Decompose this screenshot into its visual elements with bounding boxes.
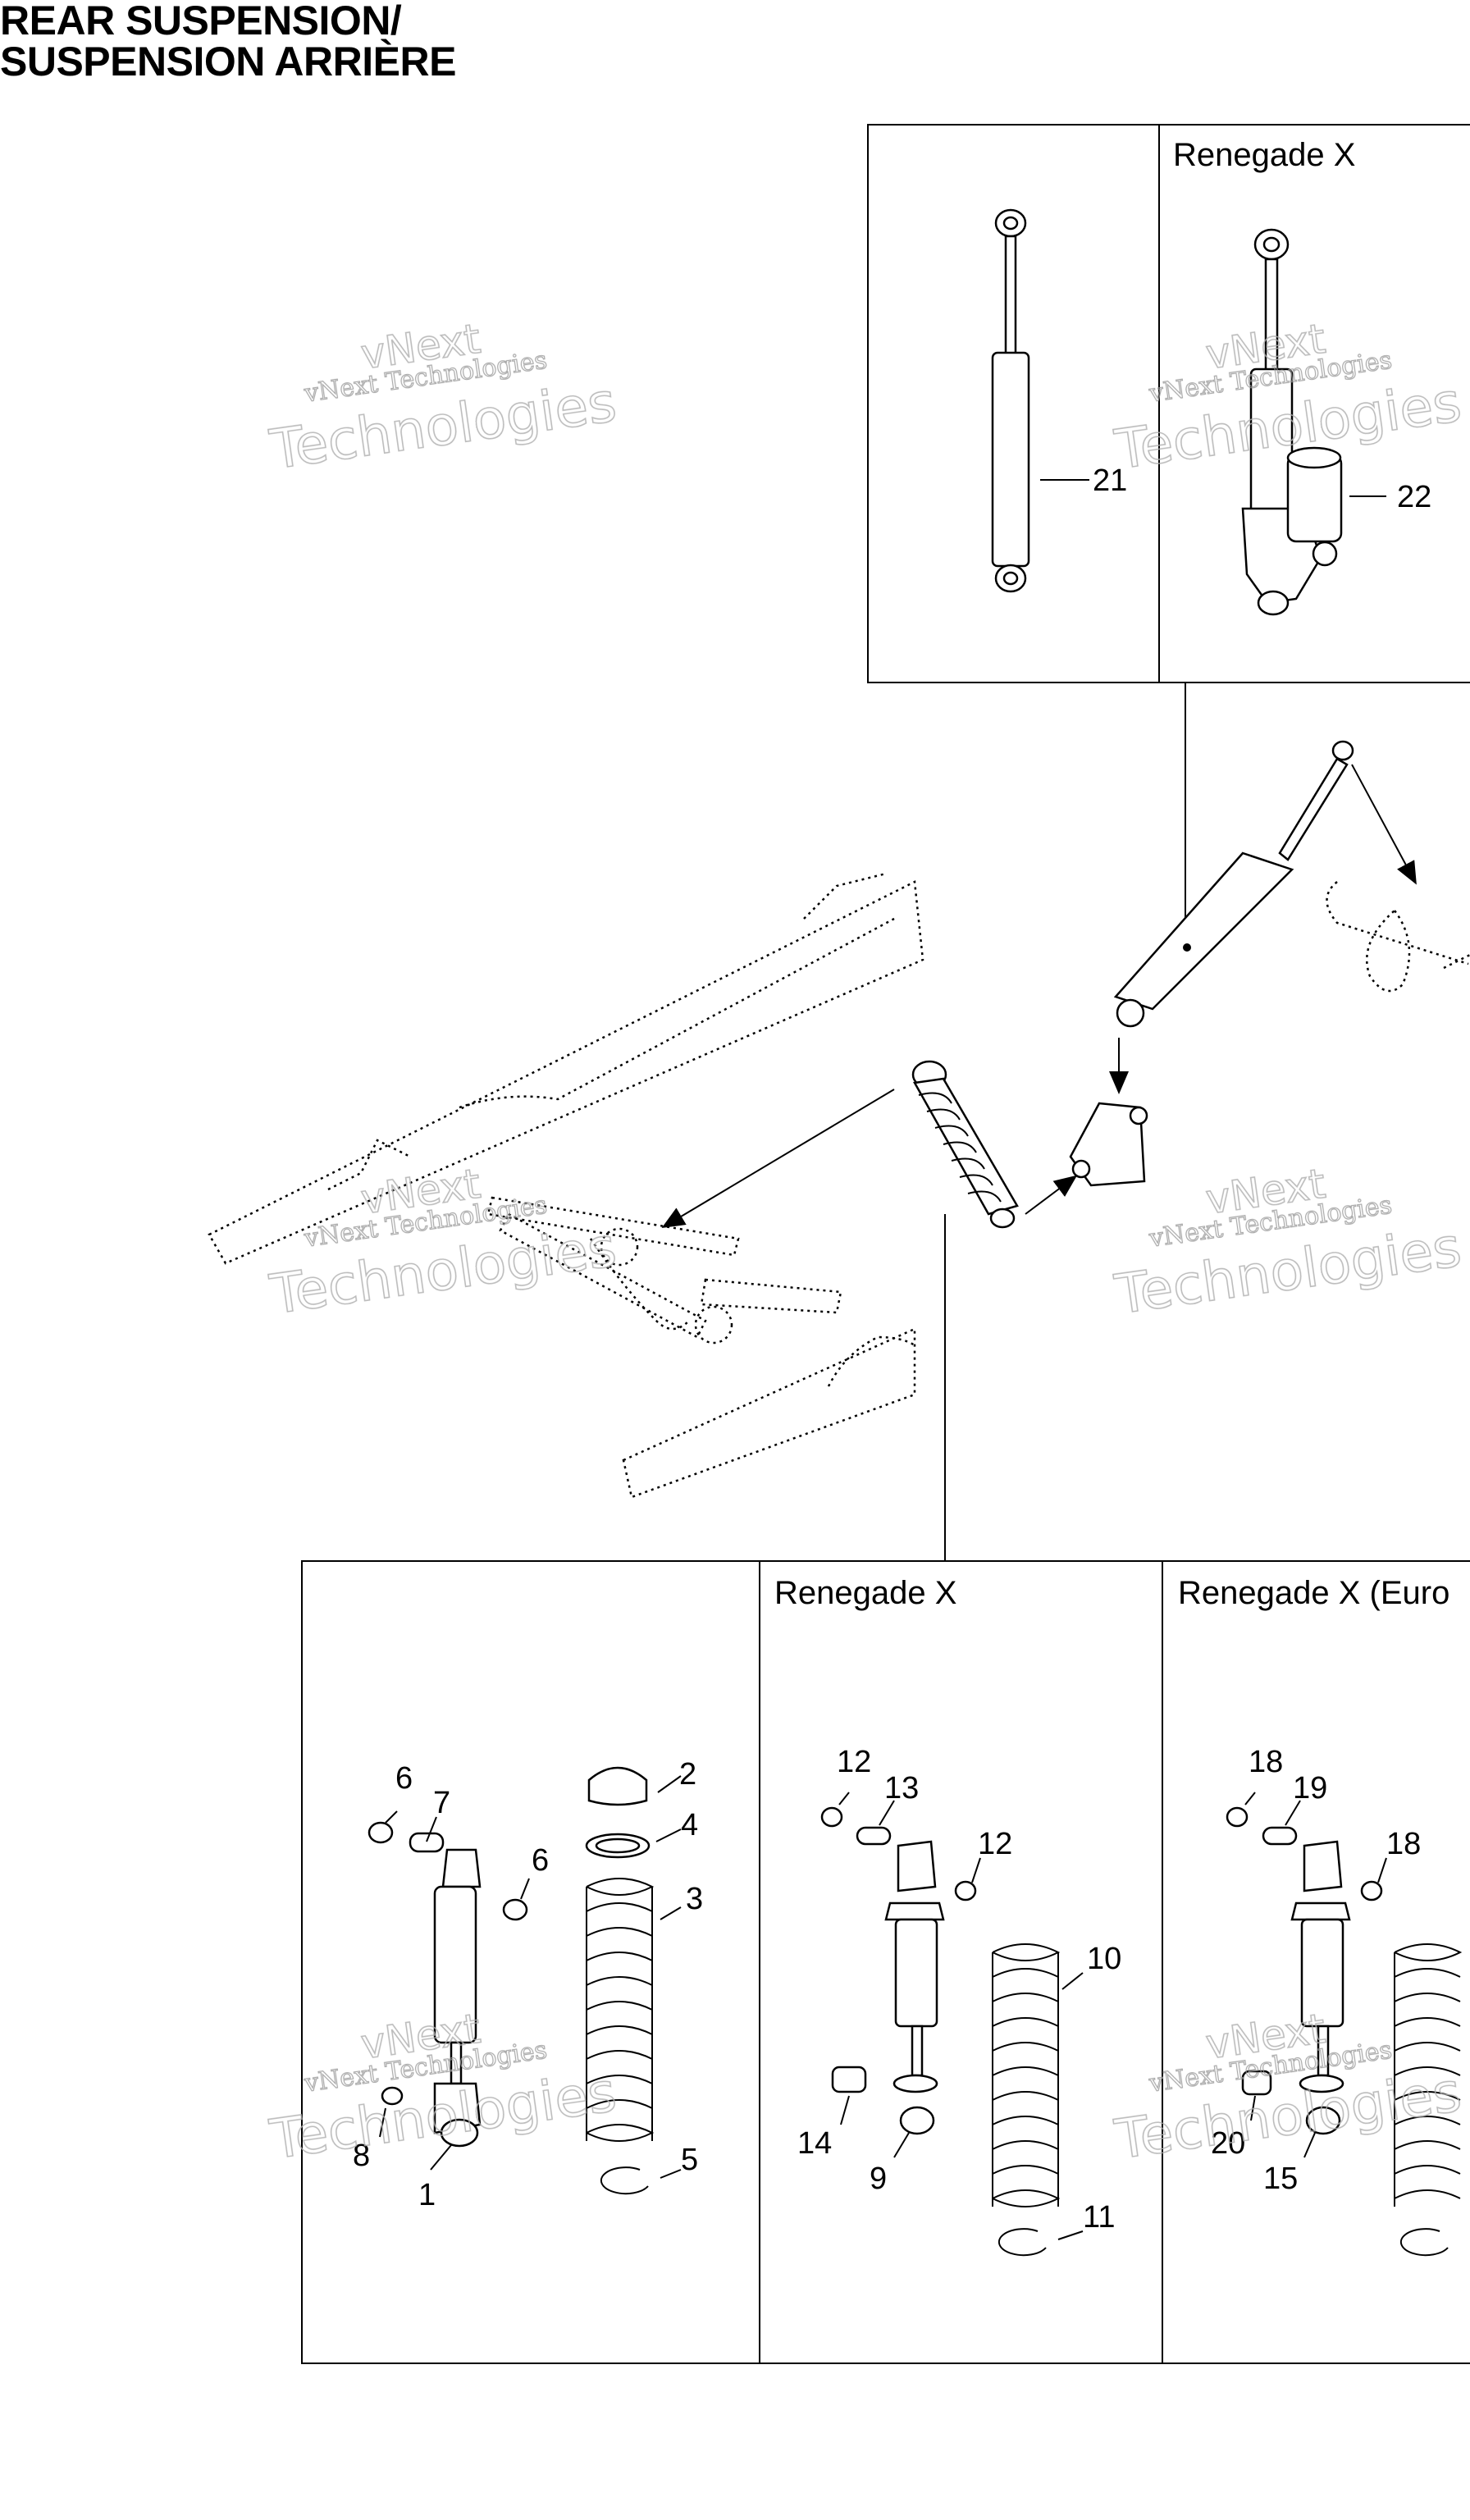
part-label-8: 8 — [353, 2139, 370, 2173]
watermark-2: vNext vNext Technologies Technologies — [1110, 314, 1465, 482]
part-label-18a: 18 — [1249, 1745, 1283, 1779]
leader-arrows — [661, 764, 1417, 1229]
rear-shock-assembly — [1113, 740, 1354, 1028]
rail-frame-left — [208, 872, 924, 1499]
title-line-1: REAR SUSPENSION/ — [0, 0, 402, 43]
watermark-4: vNext vNext Technologies Technologies — [1110, 1159, 1465, 1327]
page-title: REAR SUSPENSION/ SUSPENSION ARRIÈRE — [0, 0, 456, 82]
part-label-7: 7 — [433, 1786, 450, 1820]
part-label-4: 4 — [681, 1808, 698, 1842]
part-label-10: 10 — [1087, 1942, 1121, 1976]
arrow-to-right-frame — [1351, 764, 1417, 885]
coil-over-shock-center — [911, 1060, 1019, 1229]
shock-absorber-22 — [1241, 228, 1386, 616]
panel-label-renegade-x-bottom: Renegade X — [774, 1575, 956, 1611]
bottom-shock-renegade-x-europe — [1226, 1792, 1387, 2158]
panel-label-renegade-x-top: Renegade X — [1173, 137, 1355, 173]
bottom-shock-standard — [368, 1810, 530, 2171]
top-panel-box — [867, 124, 1470, 683]
rail-frame-partial-right — [1326, 881, 1470, 993]
watermark-5: vNext vNext Technologies Technologies — [265, 2004, 620, 2172]
shock-bracket — [1069, 1102, 1148, 1187]
shock-absorber-21 — [991, 208, 1089, 593]
bottom-shock-renegade-x — [820, 1792, 981, 2158]
panel-label-renegade-x-europe: Renegade X (Euro — [1178, 1575, 1449, 1611]
part-label-13: 13 — [884, 1771, 919, 1806]
part-label-6a: 6 — [395, 1761, 413, 1796]
part-label-21: 21 — [1093, 463, 1127, 498]
arrow-to-bracket — [1025, 1175, 1078, 1215]
part-label-15: 15 — [1263, 2162, 1298, 2196]
part-number-labels: 21 22 6 7 6 2 4 3 8 1 5 12 13 12 10 14 9… — [353, 463, 1431, 2235]
bottom-spring-renegade-x — [992, 1943, 1084, 2257]
part-label-1: 1 — [418, 2178, 436, 2212]
part-label-3: 3 — [686, 1882, 703, 1916]
part-label-12b: 12 — [978, 1827, 1012, 1861]
part-label-5: 5 — [681, 2143, 698, 2177]
panel-boxes — [301, 124, 1470, 2364]
part-label-18b: 18 — [1386, 1827, 1421, 1861]
watermark-1: vNext vNext Technologies Technologies — [265, 314, 620, 482]
part-label-11: 11 — [1083, 2200, 1115, 2235]
bottom-panel-box — [301, 1560, 1470, 2364]
part-label-19: 19 — [1293, 1771, 1327, 1806]
arrow-to-arm — [661, 1089, 895, 1229]
part-label-20: 20 — [1211, 2126, 1245, 2161]
part-label-14: 14 — [797, 2126, 832, 2161]
bottom-spring-renegade-x-europe — [1394, 1943, 1463, 2257]
part-label-6b: 6 — [532, 1843, 549, 1878]
part-label-2: 2 — [679, 1757, 696, 1792]
watermark-3: vNext vNext Technologies Technologies — [265, 1159, 620, 1327]
part-label-9: 9 — [870, 2162, 887, 2196]
suspension-arm-assembly — [486, 1196, 842, 1344]
bottom-spring-standard — [585, 1766, 682, 2195]
part-label-22: 22 — [1397, 480, 1431, 514]
title-line-2: SUSPENSION ARRIÈRE — [0, 39, 456, 84]
part-label-12a: 12 — [837, 1745, 871, 1779]
